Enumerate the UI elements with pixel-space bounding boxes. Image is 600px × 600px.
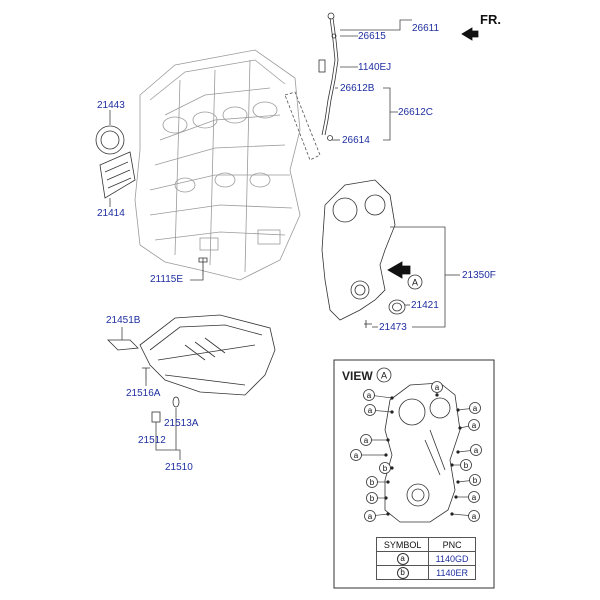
bolt-point: [456, 408, 460, 412]
callout-letter: A: [412, 278, 418, 288]
part-21473[interactable]: 21473: [379, 322, 407, 333]
timing-cover: [321, 179, 396, 321]
view-marker-b: b: [473, 476, 478, 485]
legend-symbol: a: [396, 552, 409, 565]
view-title: VIEW: [342, 369, 373, 383]
legend-pnc[interactable]: 1140GD: [428, 551, 476, 566]
bolt-point: [456, 450, 460, 454]
dipstick-guide-outline: [284, 91, 321, 161]
bolt-point: [454, 495, 458, 499]
bolt-point: [384, 453, 388, 457]
oil-pan: [139, 314, 276, 396]
rear-oil-seal-21443: [95, 125, 125, 155]
view-marker-circle: [366, 492, 378, 504]
view-marker-a: a: [354, 451, 359, 460]
view-marker-circle: [363, 389, 375, 401]
part-21350F[interactable]: 21350F: [462, 270, 496, 281]
bolt-point: [390, 466, 394, 470]
view-marker-b: b: [464, 461, 469, 470]
legend-pnc[interactable]: 1140ER: [428, 565, 476, 580]
view-marker-circle: [468, 491, 480, 503]
bolt-point: [450, 512, 454, 516]
legend-row: a 1140GD: [375, 551, 476, 566]
view-marker-circle: [364, 404, 376, 416]
bolt-point: [386, 438, 390, 442]
part-21421[interactable]: 21421: [411, 300, 439, 311]
view-marker-circle: [470, 444, 482, 456]
legend-symbol: b: [396, 566, 409, 579]
oil-seal-21421: [388, 299, 406, 315]
bolt-point: [458, 426, 462, 430]
view-box: [333, 359, 495, 589]
view-marker-a: a: [364, 436, 369, 445]
bolt-point: [456, 480, 460, 484]
part-21414[interactable]: 21414: [97, 208, 125, 219]
view-cover-drawing: [384, 382, 461, 523]
part-21451B[interactable]: 21451B: [106, 315, 141, 326]
legend-row: b 1140ER: [375, 565, 476, 580]
view-marker-a: a: [472, 493, 477, 502]
bolt-21115E: [198, 257, 208, 276]
part-26611[interactable]: 26611: [412, 23, 440, 34]
part-21512[interactable]: 21512: [138, 435, 166, 446]
view-marker-a: a: [472, 512, 477, 521]
bolt-point: [384, 496, 388, 500]
view-marker-circle: [350, 449, 362, 461]
view-marker-b: b: [370, 478, 375, 487]
fr-label: FR.: [480, 12, 501, 27]
view-marker-circle: [364, 510, 376, 522]
view-marker-a: a: [472, 421, 477, 430]
leader-lines: [109, 19, 460, 460]
view-marker-a: a: [368, 406, 373, 415]
part-26612B[interactable]: 26612B: [340, 83, 375, 94]
bolt-21473: [364, 320, 372, 328]
dipstick: [318, 12, 339, 141]
fr-arrow: [461, 27, 479, 41]
view-marker-circle: [468, 510, 480, 522]
view-marker-circle: [431, 381, 443, 393]
baffle-21451B: [107, 339, 139, 351]
view-marker-b: b: [383, 464, 388, 473]
part-26615[interactable]: 26615: [358, 31, 386, 42]
bolt-point: [390, 410, 394, 414]
bolt-point: [390, 396, 394, 400]
part-26612C[interactable]: 26612C: [398, 107, 434, 118]
view-marker-circle: [360, 434, 372, 446]
view-arrow: [387, 261, 411, 279]
view-letter: A: [381, 371, 387, 381]
view-marker-circle: [366, 476, 378, 488]
part-26614[interactable]: 26614: [342, 135, 370, 146]
view-marker-a: a: [473, 404, 478, 413]
part-1140EJ[interactable]: 1140EJ: [358, 62, 392, 73]
view-marker-circle: [469, 474, 481, 486]
engine-block: [134, 49, 301, 281]
view-marker-a: a: [474, 446, 479, 455]
bolt-point: [435, 393, 439, 397]
bolt-point: [386, 512, 390, 516]
view-marker-circle: [469, 402, 481, 414]
part-21516A[interactable]: 21516A: [126, 388, 161, 399]
bolt-point: [450, 463, 454, 467]
part-21513A[interactable]: 21513A: [164, 418, 199, 429]
view-marker-circle: [379, 462, 391, 474]
part-21510[interactable]: 21510: [165, 462, 193, 473]
bolt-point: [386, 480, 390, 484]
legend-table: SYMBOL PNC a 1140GD b 1140ER: [375, 537, 476, 580]
part-21443[interactable]: 21443: [97, 100, 125, 111]
view-marker-b: b: [370, 494, 375, 503]
view-marker-a: a: [435, 383, 440, 392]
view-marker-a: a: [368, 512, 373, 521]
view-marker-circle: [468, 419, 480, 431]
legend-header-pnc: PNC: [428, 537, 476, 552]
seal-case-21414: [99, 151, 136, 199]
view-marker-a: a: [367, 391, 372, 400]
view-marker-circle: [460, 459, 472, 471]
legend-header-symbol: SYMBOL: [375, 537, 430, 552]
part-21115E[interactable]: 21115E: [150, 274, 183, 285]
